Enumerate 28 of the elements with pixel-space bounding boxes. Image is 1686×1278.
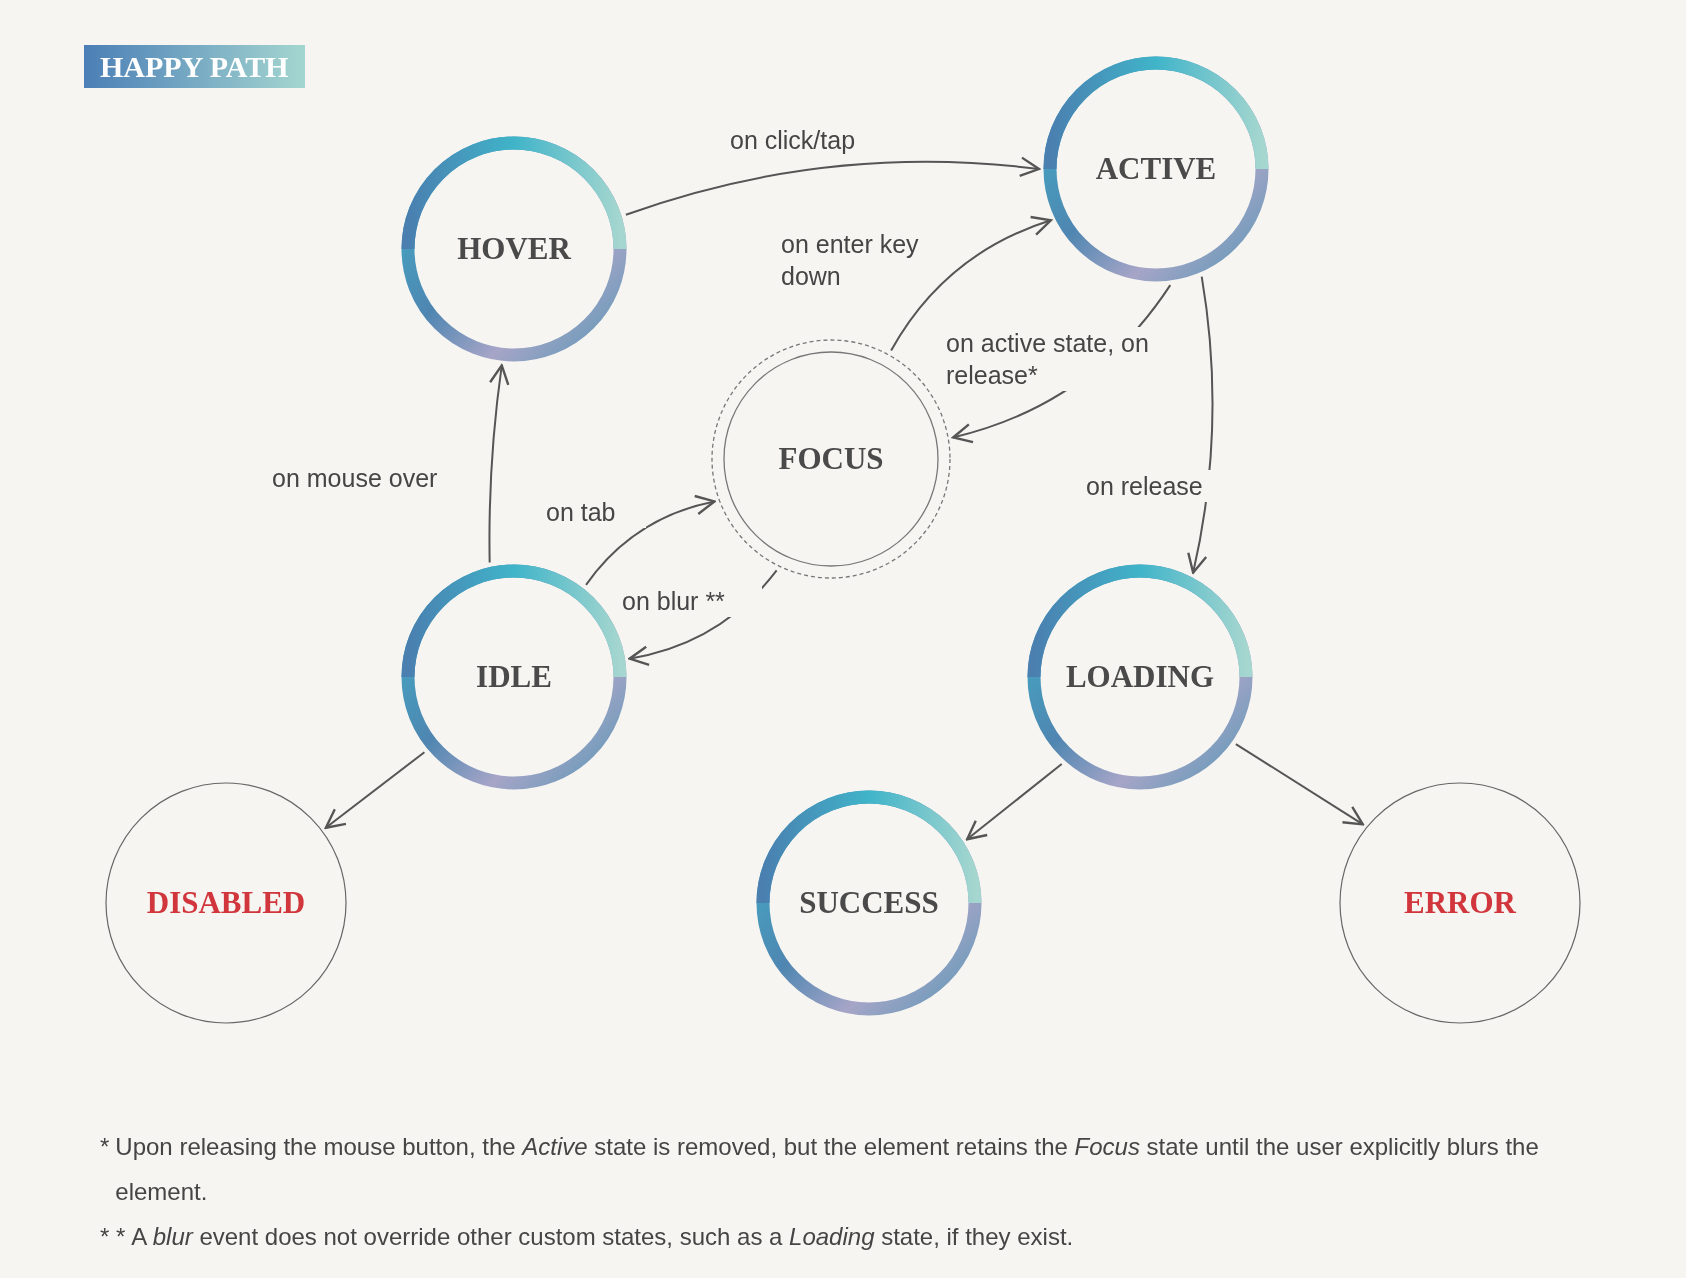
footnote-marker: * *: [100, 1222, 126, 1252]
arrow: [624, 156, 1041, 216]
state-circle: [401, 136, 627, 362]
arrow: [488, 364, 510, 564]
title-badge: HAPPY PATH: [84, 45, 305, 88]
arrow: [890, 216, 1053, 352]
arrow: [1234, 743, 1365, 826]
state-label: SUCCESS: [799, 885, 939, 921]
state-label: HOVER: [457, 231, 571, 267]
footnote-text: A blur event does not override other custom states, such as a Loading state, if they exist.: [131, 1222, 1074, 1252]
state-circle: [1339, 782, 1581, 1024]
state-circle: [1043, 56, 1269, 282]
state-label: LOADING: [1065, 659, 1215, 695]
state-circle: [1027, 564, 1253, 790]
state-label: ERROR: [1404, 885, 1516, 921]
arrow: [324, 751, 426, 829]
state-label: DISABLED: [146, 885, 306, 921]
state-circle: [105, 782, 347, 1024]
state-circle: [756, 790, 982, 1016]
state-label: ACTIVE: [1095, 151, 1217, 187]
state-label: FOCUS: [778, 441, 884, 477]
state-label: IDLE: [476, 659, 552, 695]
footnote-marker: *: [100, 1132, 110, 1162]
arrow: [585, 495, 716, 586]
arrow: [1186, 275, 1214, 574]
arrow: [965, 762, 1063, 841]
footnote-text: Upon releasing the mouse button, the Active state is removed, but the element retains the Focus state until the user explicitly blurs the element.: [115, 1132, 1540, 1207]
edge-label: on blur **: [622, 585, 762, 617]
